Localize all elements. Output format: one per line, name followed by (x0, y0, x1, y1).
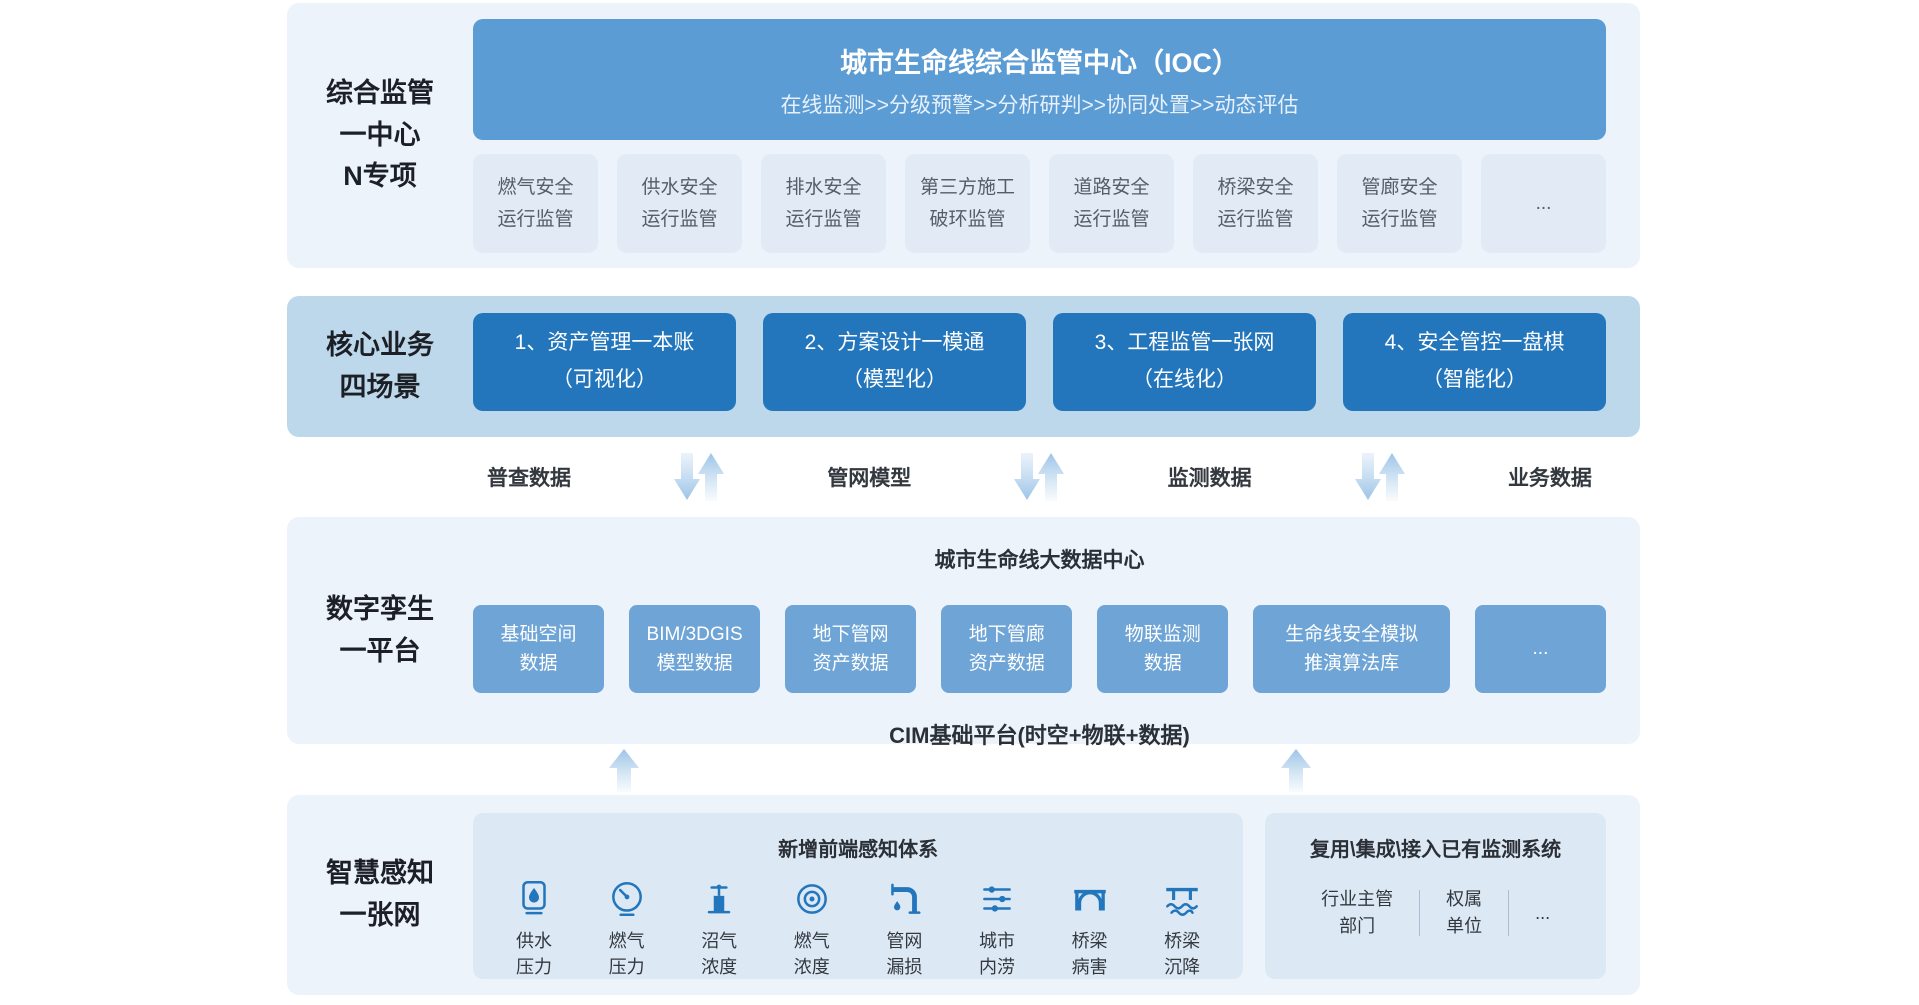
sensor-row: 供水 压力 燃气 (473, 878, 1243, 980)
vertical-divider (1508, 890, 1510, 936)
section-label-digital-twin: 数字孪生 一平台 (287, 517, 473, 744)
label-line: 一张网 (339, 900, 421, 930)
new-sensing-title: 新增前端感知体系 (778, 839, 939, 861)
new-sensing-box: 新增前端感知体系 供水 压力 (473, 813, 1244, 980)
cim-platform-title: CIM基础平台(时空+物联+数据) (889, 723, 1190, 748)
supervision-item-third-party: 第三方施工 破环监管 (905, 154, 1030, 253)
section-supervision: 综合监管 一中心 N专项 城市生命线综合监管中心（IOC） 在线监测>>分级预警… (287, 3, 1640, 268)
flow-label-monitoring: 监测数据 (1167, 467, 1252, 490)
data-flow-row: 普查数据 管网模型 监测数据 业务数据 (473, 437, 1606, 517)
up-down-arrows-icon (1351, 452, 1409, 502)
business-item-row: 1、资产管理一本账 （可视化） 2、方案设计一模通 （模型化） 3、工程监管一张… (473, 313, 1606, 411)
flow-label-pipe-model: 管网模型 (827, 467, 912, 490)
supervision-content: 城市生命线综合监管中心（IOC） 在线监测>>分级预警>>分析研判>>协同处置>… (473, 3, 1640, 268)
reuse-item-more: ... (1535, 902, 1551, 923)
sensor-urban-flooding: 城市 内涝 (976, 878, 1018, 980)
section-label-smart-sensing: 智慧感知 一张网 (287, 795, 473, 995)
reuse-item-industry-dept: 行业主管 部门 (1321, 889, 1394, 936)
sensor-water-pressure: 供水 压力 (513, 878, 555, 980)
pipe-leakage-icon (883, 878, 925, 920)
label-line: 核心业务 (326, 329, 434, 360)
section-label-business: 核心业务 四场景 (287, 296, 473, 437)
data-box-more: ... (1474, 605, 1606, 693)
data-box-iot: 物联监测 数据 (1097, 605, 1229, 693)
vertical-divider (1419, 890, 1421, 936)
up-arrow-icon (1279, 748, 1313, 793)
flow-label-census: 普查数据 (487, 467, 571, 490)
data-box-corridor-asset: 地下管廊 资产数据 (941, 605, 1073, 693)
data-box-simulation: 生命线安全模拟 推演算法库 (1253, 605, 1450, 693)
reuse-item-row: 行业主管 部门 权属 单位 ... (1265, 886, 1606, 940)
data-box-row: 基础空间 数据 BIM/3DGIS 模型数据 地下管网 资产数据 地下管廊 资产… (473, 605, 1606, 693)
water-pressure-icon (513, 878, 555, 920)
section-label-supervision: 综合监管 一中心 N专项 (287, 3, 473, 268)
sensor-bridge-damage: 桥梁 病害 (1069, 878, 1111, 980)
label-line: 综合监管 (326, 77, 434, 108)
supervision-item-road: 道路安全 运行监管 (1049, 154, 1174, 253)
gas-concentration-icon (791, 878, 833, 920)
big-data-center-title: 城市生命线大数据中心 (934, 549, 1145, 572)
section-smart-sensing: 智慧感知 一张网 新增前端感知体系 供水 (287, 795, 1640, 995)
gas-pressure-icon (606, 878, 648, 920)
business-item-asset: 1、资产管理一本账 （可视化） (473, 313, 736, 411)
bridge-settlement-icon (1161, 878, 1203, 920)
label-line: N专项 (343, 161, 417, 192)
label-line: 一平台 (339, 635, 421, 666)
supervision-item-water: 供水安全 运行监管 (617, 154, 742, 253)
label-line: 智慧感知 (326, 858, 434, 889)
sensor-gas-pressure: 燃气 压力 (606, 878, 648, 980)
section-business: 核心业务 四场景 1、资产管理一本账 （可视化） 2、方案设计一模通 （模型化）… (287, 296, 1640, 437)
business-content: 1、资产管理一本账 （可视化） 2、方案设计一模通 （模型化） 3、工程监管一张… (473, 296, 1640, 437)
business-item-project: 3、工程监管一张网 （在线化） (1053, 313, 1316, 411)
digital-twin-content: 城市生命线大数据中心 基础空间 数据 BIM/3DGIS 模型数据 地下管网 资… (473, 517, 1640, 748)
reuse-item-owner-unit: 权属 单位 (1446, 889, 1483, 936)
label-line: 一中心 (339, 119, 421, 150)
up-down-arrows-icon (670, 452, 728, 502)
label-line: 数字孪生 (326, 593, 434, 624)
ioc-subtitle: 在线监测>>分级预警>>分析研判>>协同处置>>动态评估 (780, 93, 1299, 117)
ioc-title: 城市生命线综合监管中心（IOC） (839, 47, 1239, 78)
label-line: 四场景 (339, 371, 421, 402)
sensor-gas-concentration: 燃气 浓度 (791, 878, 833, 980)
supervision-item-bridge: 桥梁安全 运行监管 (1193, 154, 1318, 253)
urban-flooding-icon (976, 878, 1018, 920)
section-digital-twin: 数字孪生 一平台 城市生命线大数据中心 基础空间 数据 BIM/3DGIS 模型… (287, 517, 1640, 748)
up-arrow-icon (607, 748, 641, 793)
sensor-biogas-concentration: 沼气 浓度 (698, 878, 740, 980)
supervision-item-gas: 燃气安全 运行监管 (473, 154, 598, 253)
supervision-item-more: ... (1481, 154, 1606, 253)
smart-sensing-content: 新增前端感知体系 供水 压力 (473, 795, 1640, 995)
up-down-arrows-icon (1010, 452, 1068, 502)
supervision-item-corridor: 管廊安全 运行监管 (1337, 154, 1462, 253)
business-item-safety: 4、安全管控一盘棋 （智能化） (1343, 313, 1606, 411)
supervision-item-row: 燃气安全 运行监管 供水安全 运行监管 排水安全 运行监管 第三方施工 破环监管… (473, 154, 1606, 253)
flow-label-business-data: 业务数据 (1507, 467, 1592, 490)
sensor-bridge-settlement: 桥梁 沉降 (1161, 878, 1203, 980)
data-box-base-spatial: 基础空间 数据 (473, 605, 605, 693)
biogas-concentration-icon (698, 878, 740, 920)
reuse-systems-box: 复用\集成\接入已有监测系统 行业主管 部门 权属 单位 ... (1265, 813, 1606, 979)
sensor-pipe-leakage: 管网 漏损 (883, 878, 925, 980)
data-box-pipe-asset: 地下管网 资产数据 (785, 605, 917, 693)
data-box-bim: BIM/3DGIS 模型数据 (629, 605, 761, 693)
supervision-item-drainage: 排水安全 运行监管 (761, 154, 886, 253)
bridge-damage-icon (1069, 878, 1111, 920)
reuse-systems-title: 复用\集成\接入已有监测系统 (1310, 839, 1562, 861)
ioc-header-box: 城市生命线综合监管中心（IOC） 在线监测>>分级预警>>分析研判>>协同处置>… (473, 19, 1606, 140)
business-item-design: 2、方案设计一模通 （模型化） (763, 313, 1026, 411)
